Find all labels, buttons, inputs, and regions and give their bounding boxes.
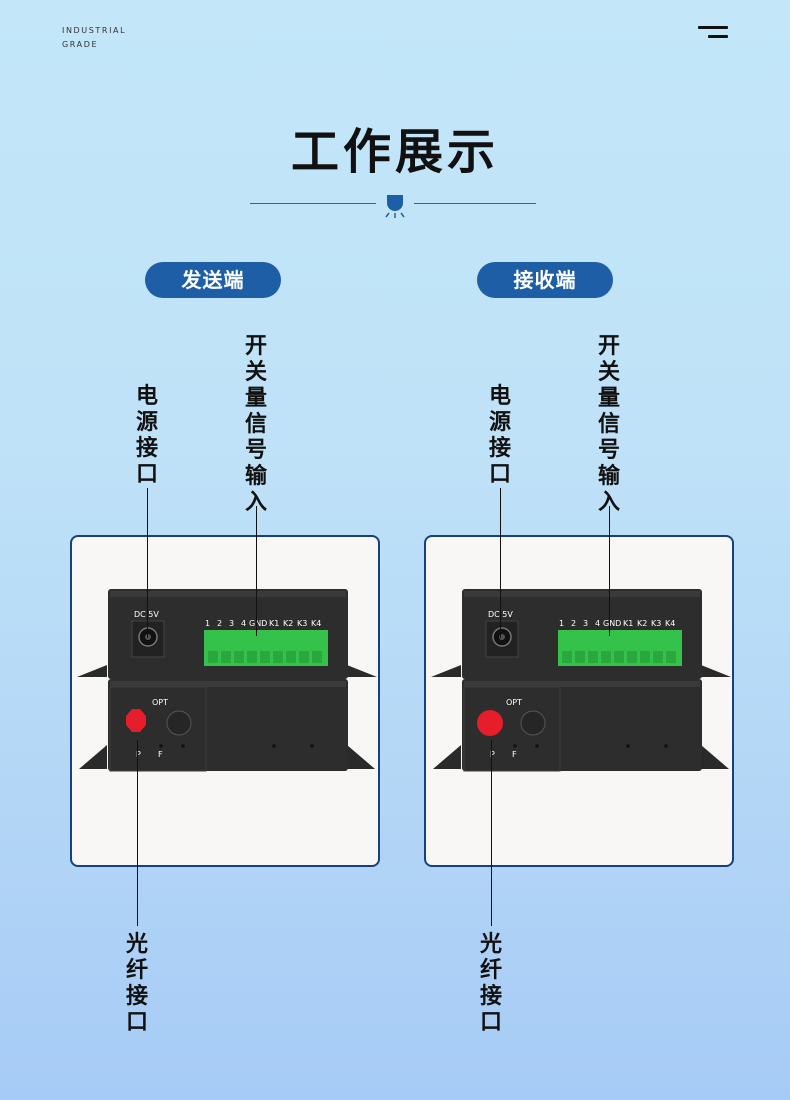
receiver-panel: DC 5V 1 2 3 4 GND K1 K2 K3 K4 OPT [424, 535, 734, 867]
sender-fiber-label: 光纤接口 [125, 932, 148, 1035]
sender-io-label: 开关量信号输入 [244, 334, 267, 515]
brand-line-1: INDUSTRIAL [62, 26, 127, 35]
receiver-power-leader [500, 488, 501, 638]
pin-label: K2 [637, 619, 647, 628]
led-f-label: F [512, 750, 517, 759]
pin-label: K3 [651, 619, 661, 628]
menu-icon[interactable] [696, 26, 728, 40]
fiber-port-icon [477, 710, 503, 736]
receiver-io-leader [609, 506, 610, 636]
pin-label: 4 [241, 619, 246, 628]
sender-power-leader [147, 488, 148, 638]
led-f-label: F [158, 750, 163, 759]
pin-label: 1 [559, 619, 564, 628]
lamp-icon [385, 195, 405, 218]
pin-label: GND [249, 619, 267, 628]
brand-line-2: GRADE [62, 40, 99, 49]
sender-fiber-leader [137, 740, 138, 926]
divider-right [414, 203, 536, 204]
divider-left [250, 203, 376, 204]
fiber-port-icon [126, 709, 146, 732]
opt-label: OPT [506, 698, 522, 707]
receiver-power-label: 电源接口 [488, 384, 511, 487]
terminal-block [204, 630, 328, 666]
pin-label: 2 [571, 619, 576, 628]
terminal-block [558, 630, 682, 666]
receiver-fiber-label: 光纤接口 [479, 932, 502, 1035]
led-p-label: P [136, 750, 141, 759]
pin-label: K3 [297, 619, 307, 628]
pin-label: K1 [623, 619, 633, 628]
pin-label: GND [603, 619, 621, 628]
pin-label: K2 [283, 619, 293, 628]
receiver-device: DC 5V 1 2 3 4 GND K1 K2 K3 K4 OPT [431, 589, 731, 772]
pin-labels: 1 2 3 4 GND K1 K2 K3 K4 [559, 619, 675, 628]
receiver-fiber-leader [491, 740, 492, 926]
receiver-io-label: 开关量信号输入 [597, 334, 620, 515]
pin-label: K4 [665, 619, 675, 628]
dc-label: DC 5V [134, 610, 159, 619]
sender-power-label: 电源接口 [135, 384, 158, 487]
pin-label: 4 [595, 619, 600, 628]
pin-label: 2 [217, 619, 222, 628]
sender-panel: DC 5V 1 2 3 4 GND K1 K2 K3 K4 [70, 535, 380, 867]
pin-label: 1 [205, 619, 210, 628]
page-title: 工作展示 [290, 124, 499, 180]
sender-io-leader [256, 506, 257, 636]
pin-labels: 1 2 3 4 GND K1 K2 K3 K4 [205, 619, 321, 628]
led-p-label: P [490, 750, 495, 759]
opt-label: OPT [152, 698, 168, 707]
brand-text: INDUSTRIAL GRADE [62, 24, 126, 52]
pin-label: K1 [269, 619, 279, 628]
pin-label: 3 [229, 619, 234, 628]
pin-label: 3 [583, 619, 588, 628]
sender-tab: 发送端 [145, 262, 281, 298]
sender-device: DC 5V 1 2 3 4 GND K1 K2 K3 K4 [77, 589, 377, 772]
pin-label: K4 [311, 619, 321, 628]
receiver-tab: 接收端 [477, 262, 613, 298]
